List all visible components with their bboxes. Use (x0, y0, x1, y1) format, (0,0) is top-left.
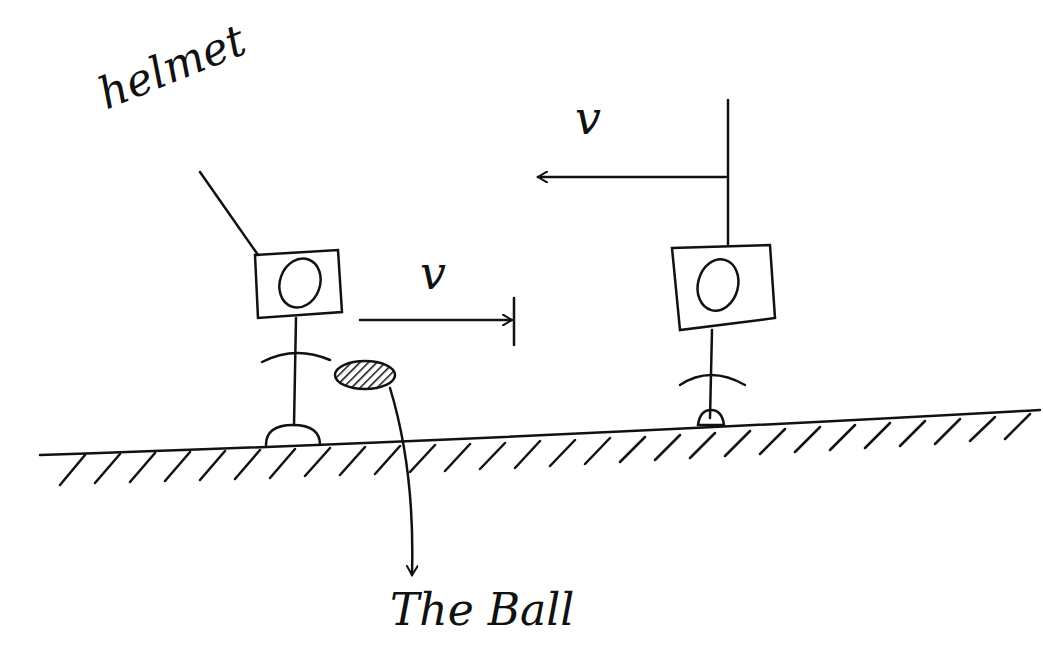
part-label: The Ball (390, 588, 574, 632)
part-label: helmet (92, 18, 251, 116)
ball (335, 361, 395, 389)
leader-arrow (390, 388, 412, 575)
velocity-label: v (420, 250, 446, 296)
leader-line (200, 172, 258, 255)
tick (513, 298, 516, 345)
right-player (672, 100, 775, 425)
velocity-arrow (538, 176, 726, 179)
velocity-label: v (575, 95, 601, 141)
ground-line (40, 410, 1040, 455)
ground-hatching (60, 414, 1030, 485)
velocity-arrow (360, 319, 512, 322)
left-player (255, 250, 342, 445)
